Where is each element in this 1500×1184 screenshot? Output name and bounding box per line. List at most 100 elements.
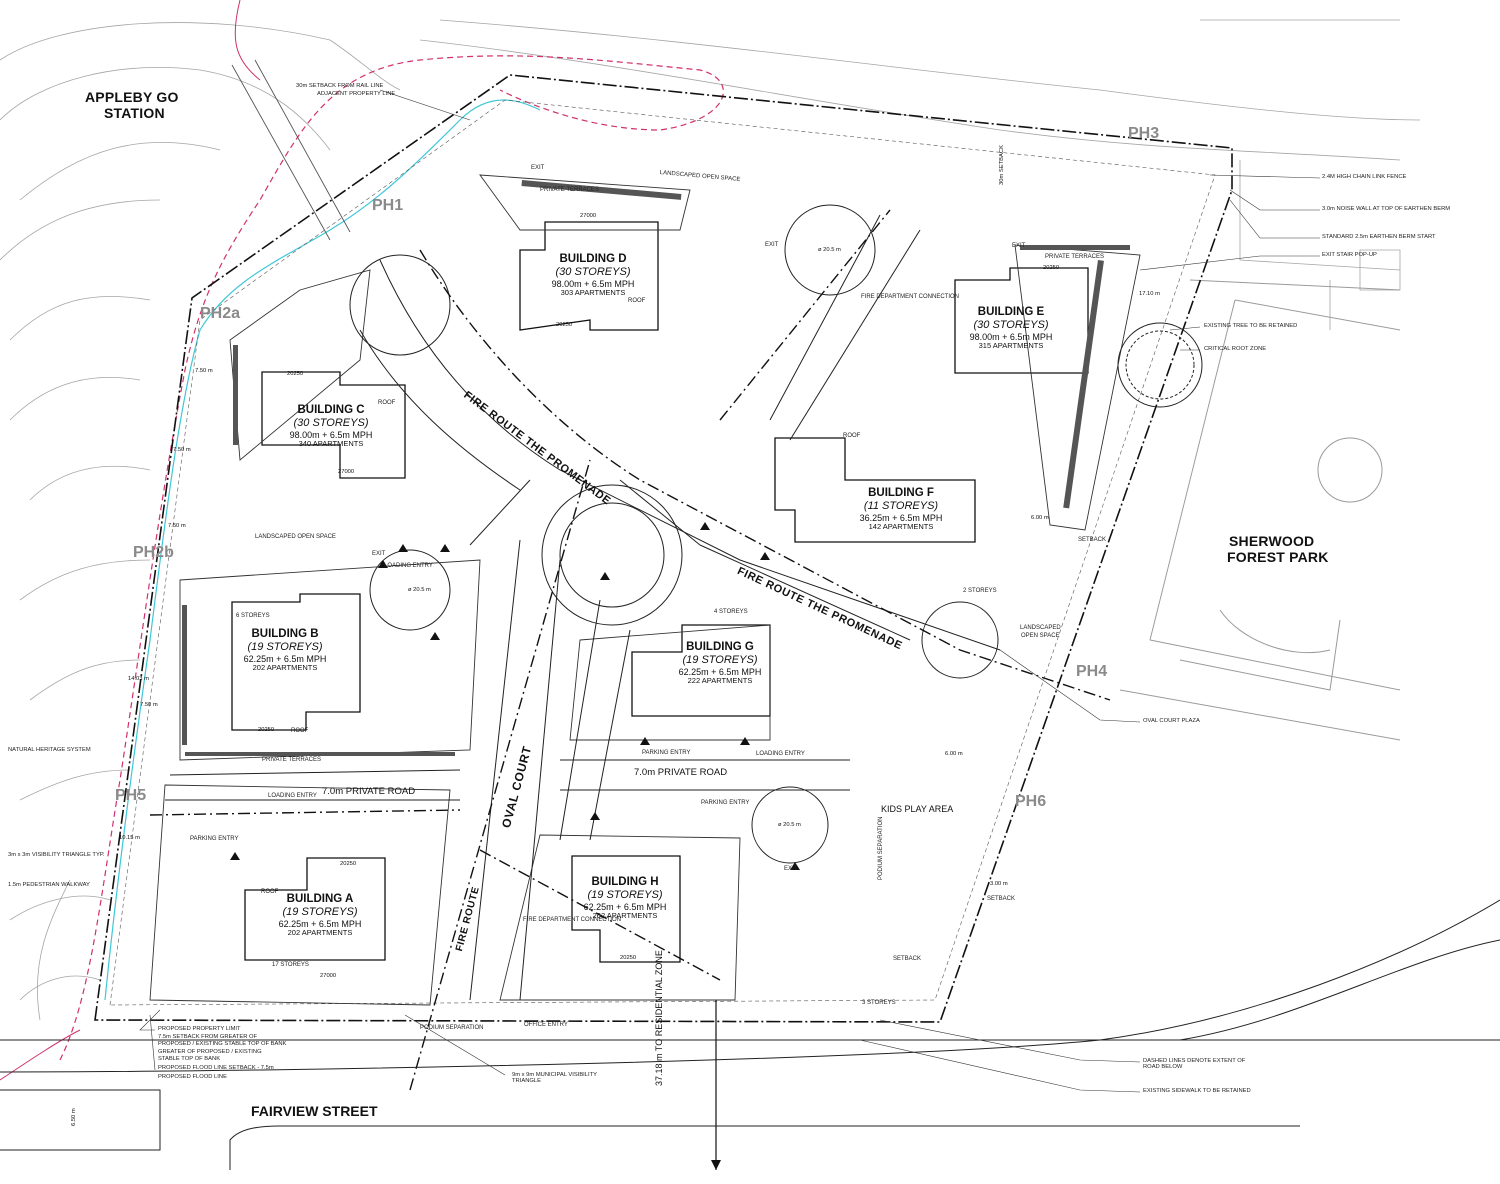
- loading-entry-label-3: LOADING ENTRY: [756, 751, 805, 757]
- road-lines: [165, 204, 1203, 1001]
- note-leaders: [139, 89, 1321, 1093]
- dim-17-10: 17.10 m: [1139, 291, 1160, 297]
- building-h-storeys: (19 STOREYS): [587, 889, 663, 902]
- dim-27000-2: 27000: [338, 469, 355, 475]
- building-e-height: 98.00m + 6.5m MPH: [969, 331, 1053, 342]
- building-h-name: BUILDING H: [591, 876, 659, 888]
- dim-20250-6: 20250: [620, 955, 637, 961]
- dim-20250-5: 20250: [340, 861, 357, 867]
- heritage-red-solid: [0, 0, 261, 1081]
- dim-20250-3: 20250: [1043, 265, 1060, 271]
- building-a-name: BUILDING A: [286, 893, 354, 905]
- roof-label-f: ROOF: [843, 433, 861, 439]
- building-a-storeys: (19 STOREYS): [282, 906, 358, 919]
- note-existing-tree: EXISTING TREE TO BE RETAINED: [1204, 323, 1298, 329]
- private-road-label-2: 7.0m PRIVATE ROAD: [634, 767, 728, 778]
- building-b-storeys: (19 STOREYS): [247, 641, 323, 654]
- heritage-cyan-line: [104, 99, 541, 1001]
- note-adjacent-property: ADJACENT PROPERTY LINE: [317, 91, 396, 97]
- station-label-1: APPLEBY GO: [85, 89, 179, 105]
- note-visibility-triangle: 3m x 3m VISIBILITY TRIANGLE TYP.: [8, 852, 105, 858]
- building-h-height: 62.25m + 6.5m MPH: [583, 901, 667, 912]
- loading-entry-label-1: LOADING ENTRY: [384, 563, 433, 569]
- residential-zone-label: 37.18 m TO RESIDENTIAL ZONE: [654, 950, 664, 1086]
- roof-label-a: ROOF: [261, 889, 279, 895]
- storeys-3-label: 3 STOREYS: [862, 1000, 896, 1006]
- note-pedestrian-walkway: 1.5m PEDESTRIAN WALKWAY: [8, 882, 90, 888]
- building-e-name: BUILDING E: [977, 306, 1045, 318]
- note-critical-root-zone: CRITICAL ROOT ZONE: [1204, 346, 1267, 352]
- storeys-2-label: 2 STOREYS: [963, 588, 997, 594]
- dim-diameter-1: ø 20.5 m: [818, 247, 841, 253]
- parking-entry-label-1: PARKING ENTRY: [190, 836, 239, 842]
- building-a-label: BUILDING A (19 STOREYS) 62.25m + 6.5m MP…: [245, 893, 395, 938]
- private-terraces-label-2: PRIVATE TERRACES: [262, 757, 322, 763]
- note-natural-heritage: NATURAL HERITAGE SYSTEM: [8, 747, 91, 753]
- roof-label-c: ROOF: [378, 400, 396, 406]
- dim-20250-2: 20250: [287, 371, 304, 377]
- dim-10-15: 10.15 m: [119, 835, 140, 841]
- note-stable-bank-1: GREATER OF PROPOSED / EXISTING: [158, 1049, 262, 1055]
- dim-27000-3: 27000: [320, 973, 337, 979]
- phase-ph5: PH5: [115, 787, 147, 804]
- building-d-storeys: (30 STOREYS): [555, 266, 631, 279]
- building-c-height: 98.00m + 6.5m MPH: [289, 429, 373, 440]
- exit-label-2: EXIT: [531, 165, 545, 171]
- building-b-apartments: 202 APARTMENTS: [252, 663, 318, 673]
- note-setback-2: PROPOSED / EXISTING STABLE TOP OF BANK: [158, 1041, 287, 1047]
- street-lines: [0, 899, 1500, 1170]
- podium-separation-label-2: PODIUM SEPARATION: [878, 816, 884, 880]
- dim-diameter-3: ø 20.5 m: [778, 822, 801, 828]
- phase-ph1: PH1: [372, 197, 404, 214]
- building-a-height: 62.25m + 6.5m MPH: [278, 918, 362, 929]
- fairview-street-label: FAIRVIEW STREET: [251, 1103, 378, 1119]
- exit-label-4: EXIT: [1012, 243, 1026, 249]
- building-g-storeys: (19 STOREYS): [682, 654, 758, 667]
- exit-label-5: EXIT: [784, 866, 798, 872]
- building-g-label: BUILDING G (19 STOREYS) 62.25m + 6.5m MP…: [645, 641, 795, 686]
- dim-7-50-1: 7.50 m: [195, 368, 213, 374]
- private-road-label-1: 7.0m PRIVATE ROAD: [322, 786, 416, 797]
- dim-6-00-2: 6.00 m: [945, 751, 963, 757]
- building-f-label: BUILDING F (11 STOREYS) 36.25m + 6.5m MP…: [826, 487, 976, 532]
- building-a-apartments: 202 APARTMENTS: [287, 928, 353, 938]
- podium-separation-label-1: PODIUM SEPARATION: [420, 1025, 484, 1031]
- building-d-name: BUILDING D: [559, 253, 627, 265]
- note-rail-setback: 30m SETBACK FROM RAIL LINE: [296, 83, 384, 89]
- roof-label-d: ROOF: [628, 298, 646, 304]
- context-lines: [0, 19, 1421, 1021]
- phase-ph6: PH6: [1015, 793, 1047, 810]
- fire-connection-label-2: FIRE DEPARTMENT CONNECTION: [861, 294, 960, 300]
- building-g-name: BUILDING G: [686, 641, 754, 653]
- note-stable-bank-2: STABLE TOP OF BANK: [158, 1056, 221, 1062]
- park-label-1: SHERWOOD: [1229, 533, 1315, 549]
- note-flood-setback: PROPOSED FLOOD LINE SETBACK - 7.5m: [158, 1065, 274, 1071]
- fire-connection-label-1: FIRE DEPARTMENT CONNECTION: [523, 917, 622, 923]
- note-noise-wall: 3.0m NOISE WALL AT TOP OF EARTHEN BERM: [1322, 206, 1451, 212]
- dim-3-00: 3.00 m: [990, 881, 1008, 887]
- phase-ph3: PH3: [1128, 125, 1160, 142]
- park-label-2: FOREST PARK: [1227, 549, 1329, 565]
- building-outlines: [231, 221, 1089, 963]
- private-terraces-label-3: PRIVATE TERRACES: [1045, 254, 1105, 260]
- building-b-name: BUILDING B: [251, 628, 319, 640]
- note-exit-stair: EXIT STAIR POP-UP: [1322, 252, 1377, 258]
- park-field: [1119, 279, 1401, 741]
- dim-6-00-1: 6.00 m: [1031, 515, 1049, 521]
- building-c-name: BUILDING C: [297, 404, 365, 416]
- parking-entry-label-3: PARKING ENTRY: [642, 750, 691, 756]
- phase-ph4: PH4: [1076, 663, 1108, 680]
- setback-label-3: SETBACK: [893, 956, 922, 962]
- building-c-storeys: (30 STOREYS): [293, 417, 369, 430]
- dim-diameter-2: ø 20.5 m: [408, 587, 431, 593]
- dim-30m-setback: 30m SETBACK: [999, 145, 1005, 185]
- dim-27000-1: 27000: [580, 213, 597, 219]
- building-b-label: BUILDING B (19 STOREYS) 62.25m + 6.5m MP…: [210, 628, 360, 673]
- dim-7-50-4: 7.50 m: [140, 702, 158, 708]
- dim-14-03: 14.03 m: [128, 676, 149, 682]
- building-d-label: BUILDING D (30 STOREYS) 98.00m + 6.5m MP…: [518, 253, 668, 298]
- exit-markers: [230, 522, 800, 870]
- storeys-17-label: 17 STOREYS: [272, 962, 309, 968]
- dim-20250-1: 20250: [556, 322, 573, 328]
- landscaped-label: LANDSCAPED: [1020, 625, 1061, 631]
